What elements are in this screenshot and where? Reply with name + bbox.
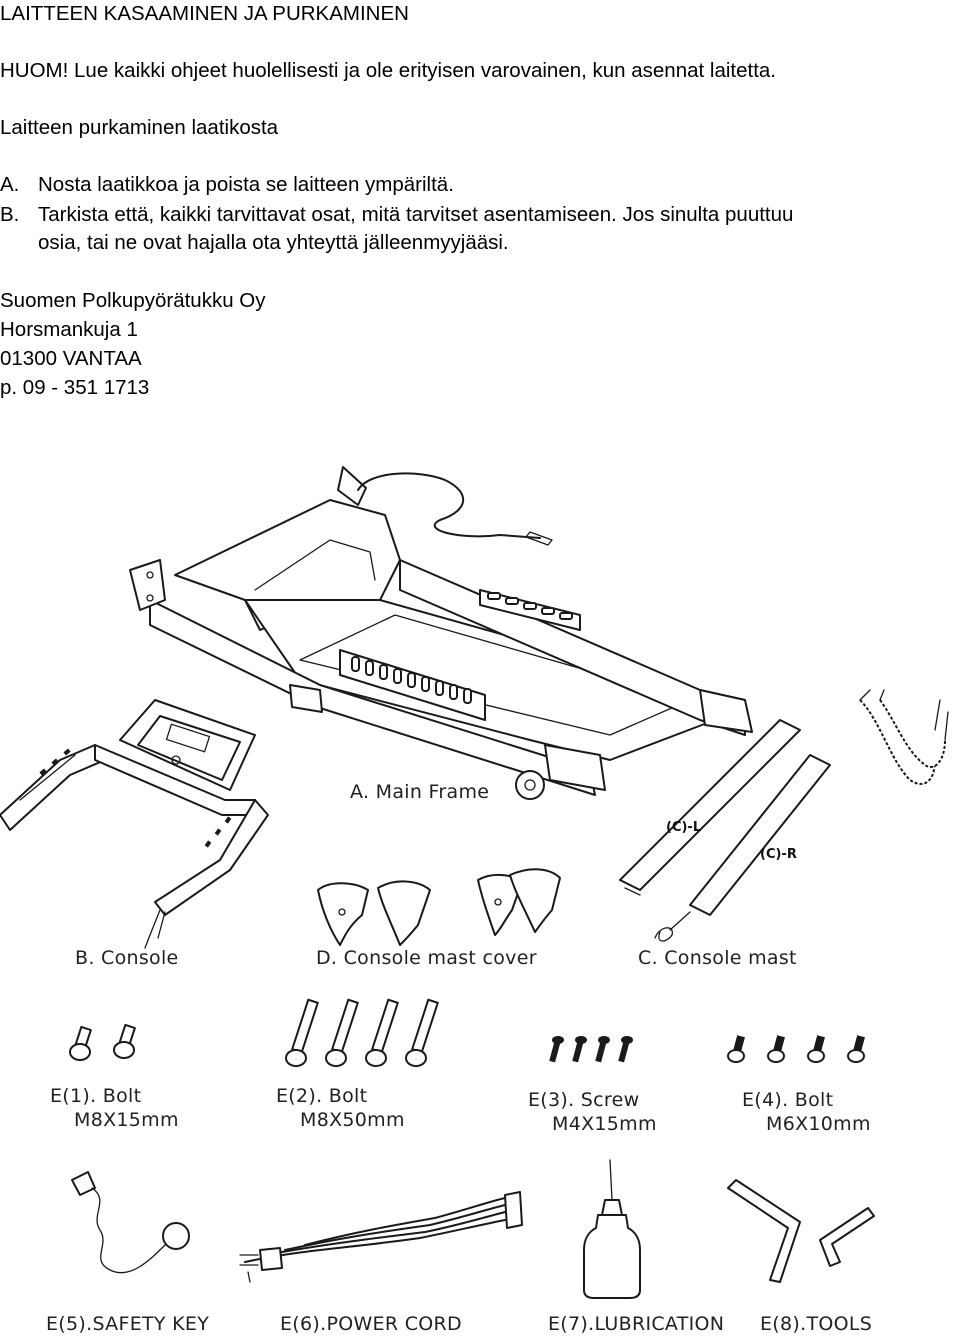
main-frame-label: A. Main Frame xyxy=(350,781,489,803)
screw-m4x15-drawing xyxy=(549,1036,633,1063)
mast-right-tag: (C)-R xyxy=(760,847,797,862)
bolt-e1-size: M8X15mm xyxy=(74,1109,179,1131)
lubrication-drawing xyxy=(583,1159,641,1299)
step-marker: B. xyxy=(0,203,20,226)
step-text: Tarkista että, kaikki tarvittavat osat, … xyxy=(38,203,794,226)
power-cord-drawing xyxy=(239,1191,523,1283)
bolt-e4-size: M6X10mm xyxy=(766,1113,871,1135)
bolt-e1-name: E(1). Bolt xyxy=(50,1085,141,1107)
lubrication-label: E(7).LUBRICATION xyxy=(548,1313,724,1335)
main-frame-drawing xyxy=(129,466,753,800)
right-rail-slots xyxy=(487,592,573,620)
tools-drawing xyxy=(727,1179,875,1283)
company-name: Suomen Polkupyörätukku Oy xyxy=(0,289,266,312)
screw-e3-size: M4X15mm xyxy=(552,1113,657,1135)
mast-cover-label: D. Console mast cover xyxy=(316,947,537,969)
page-title: LAITTEEN KASAAMINEN JA PURKAMINEN xyxy=(0,2,409,25)
parts-illustration: A. Main Frame B. Console D. Console mast xyxy=(0,466,949,1335)
screw-e3-name: E(3). Screw xyxy=(528,1089,639,1111)
bolt-e2-name: E(2). Bolt xyxy=(276,1085,367,1107)
bolt-m6x10-drawing xyxy=(727,1035,865,1063)
power-cord-label: E(6).POWER CORD xyxy=(280,1313,462,1335)
bolt-m8x15-drawing xyxy=(69,1023,136,1061)
console-mast-drawing xyxy=(619,689,949,942)
phone-number: p. 09 - 351 1713 xyxy=(0,376,150,399)
postal-city: 01300 VANTAA xyxy=(0,347,142,370)
left-rail-slots xyxy=(351,656,472,704)
section-subheading: Laitteen purkaminen laatikosta xyxy=(0,116,279,139)
street-address: Horsmankuja 1 xyxy=(0,318,138,341)
step-text: Nosta laatikkoa ja poista se laitteen ym… xyxy=(38,173,454,196)
tools-label: E(8).TOOLS xyxy=(760,1313,872,1335)
safety-key-label: E(5).SAFETY KEY xyxy=(46,1313,209,1335)
console-drawing xyxy=(0,699,269,949)
warning-text: HUOM! Lue kaikki ohjeet huolellisesti ja… xyxy=(0,59,776,82)
mast-left-tag: (C)-L xyxy=(666,820,701,835)
step-text-continued: osia, tai ne ovat hajalla ota yhteyttä j… xyxy=(38,231,509,254)
safety-key-drawing xyxy=(71,1171,190,1274)
console-mast-label: C. Console mast xyxy=(638,947,797,969)
step-marker: A. xyxy=(0,173,20,196)
console-label: B. Console xyxy=(75,947,179,969)
mast-covers-drawing xyxy=(317,868,561,946)
bolt-m8x50-drawing xyxy=(285,998,439,1067)
bolt-e4-name: E(4). Bolt xyxy=(742,1089,833,1111)
bolt-e2-size: M8X50mm xyxy=(300,1109,405,1131)
